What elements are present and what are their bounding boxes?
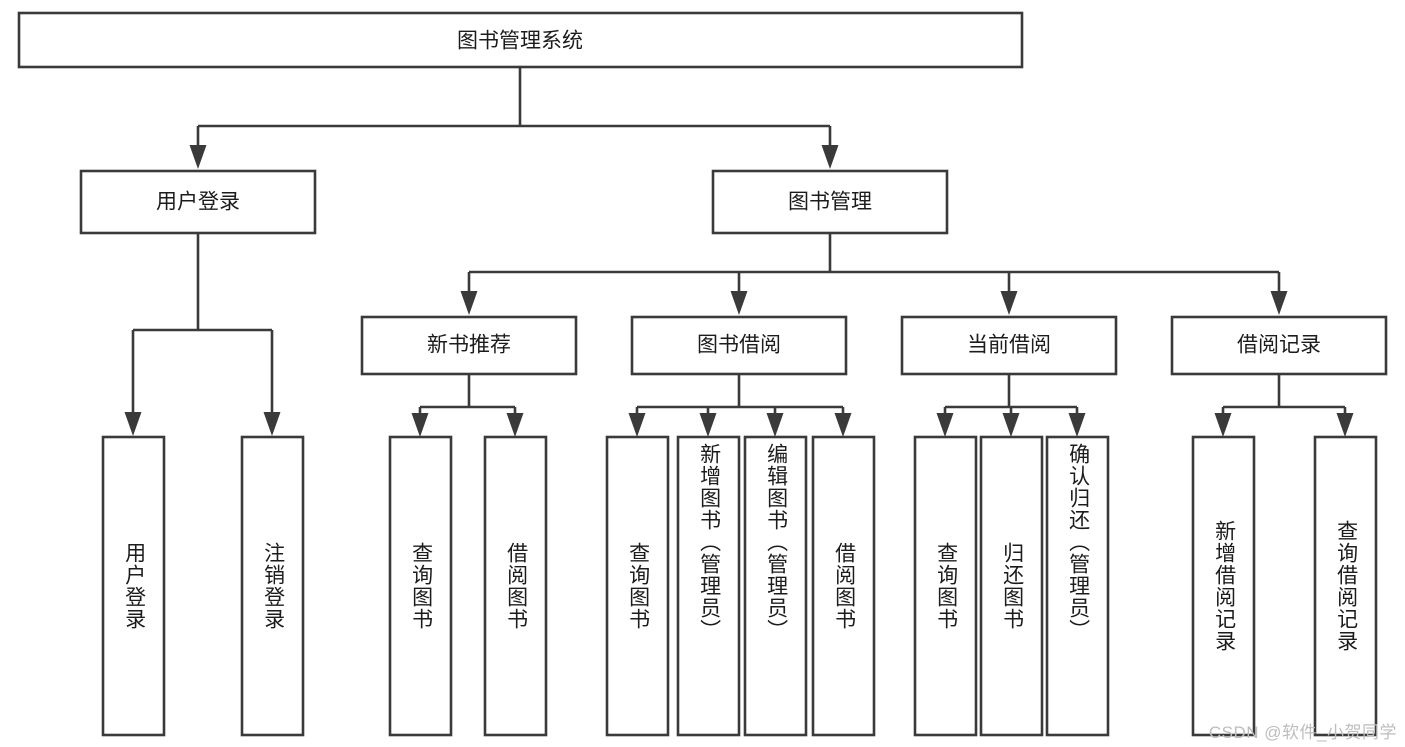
arrow-icon	[1000, 291, 1018, 315]
leaf-box-newbook-0[interactable]	[388, 435, 453, 737]
node-book-borrow-label: 图书借阅	[697, 334, 781, 357]
node-user-login[interactable]: 用户登录	[79, 169, 317, 235]
connector-newbook-to-leaves	[411, 374, 524, 437]
arrow-icon	[1068, 413, 1086, 437]
node-book-borrow[interactable]: 图书借阅	[630, 315, 848, 376]
node-root[interactable]: 图书管理系统	[17, 11, 1024, 69]
arrow-icon	[628, 413, 646, 437]
arrow-icon	[1214, 413, 1232, 437]
leaf-box-bookborrow-3[interactable]	[811, 435, 876, 737]
arrow-icon	[730, 291, 748, 315]
leaf-box-borrowrecord-1[interactable]	[1313, 435, 1378, 737]
connector-borrowrecord-to-leaves	[1214, 374, 1354, 437]
node-root-label: 图书管理系统	[457, 30, 583, 53]
arrow-icon	[263, 412, 281, 436]
arrow-icon	[1002, 413, 1020, 437]
leaf-box-borrowrecord-0[interactable]	[1191, 435, 1256, 737]
node-book-management[interactable]: 图书管理	[711, 169, 949, 235]
leaf-box-bookborrow-2[interactable]	[743, 435, 808, 737]
leaf-box-currentborrow-2[interactable]	[1045, 435, 1110, 737]
node-book-management-label: 图书管理	[788, 191, 872, 214]
node-borrow-record-label: 借阅记录	[1237, 334, 1321, 357]
arrow-icon	[411, 413, 429, 437]
arrow-icon	[699, 413, 717, 437]
node-new-book-recommend-label: 新书推荐	[427, 334, 511, 357]
leaf-box-user-login-1[interactable]	[240, 435, 305, 737]
arrow-icon	[189, 145, 207, 169]
arrow-icon	[124, 412, 142, 436]
connector-bookmgmt-to-level3	[460, 233, 1288, 315]
node-user-login-label: 用户登录	[156, 191, 240, 214]
node-new-book-recommend[interactable]: 新书推荐	[360, 315, 578, 376]
arrow-icon	[1336, 413, 1354, 437]
connector-currentborrow-to-leaves	[936, 374, 1086, 437]
arrow-icon	[821, 145, 839, 169]
leaf-box-newbook-1[interactable]	[483, 435, 548, 737]
leaf-box-bookborrow-0[interactable]	[605, 435, 670, 737]
leaf-box-currentborrow-0[interactable]	[913, 435, 978, 737]
node-current-borrow[interactable]: 当前借阅	[900, 315, 1118, 376]
node-current-borrow-label: 当前借阅	[967, 334, 1051, 357]
connector-bookborrow-to-leaves	[628, 374, 852, 437]
leaf-box-currentborrow-1[interactable]	[979, 435, 1044, 737]
arrow-icon	[766, 413, 784, 437]
arrow-icon	[460, 291, 478, 315]
connector-root-to-level2	[189, 67, 839, 169]
csdn-watermark: CSDN @软件_小贺同学	[1208, 723, 1397, 742]
leaf-box-bookborrow-1[interactable]	[676, 435, 741, 737]
arrow-icon	[1270, 291, 1288, 315]
node-borrow-record[interactable]: 借阅记录	[1170, 315, 1388, 376]
arrow-icon	[936, 413, 954, 437]
connector-userlogin-to-leaves	[124, 233, 281, 436]
arrow-icon	[506, 413, 524, 437]
leaf-box-user-login-0[interactable]	[101, 435, 166, 737]
arrow-icon	[834, 413, 852, 437]
